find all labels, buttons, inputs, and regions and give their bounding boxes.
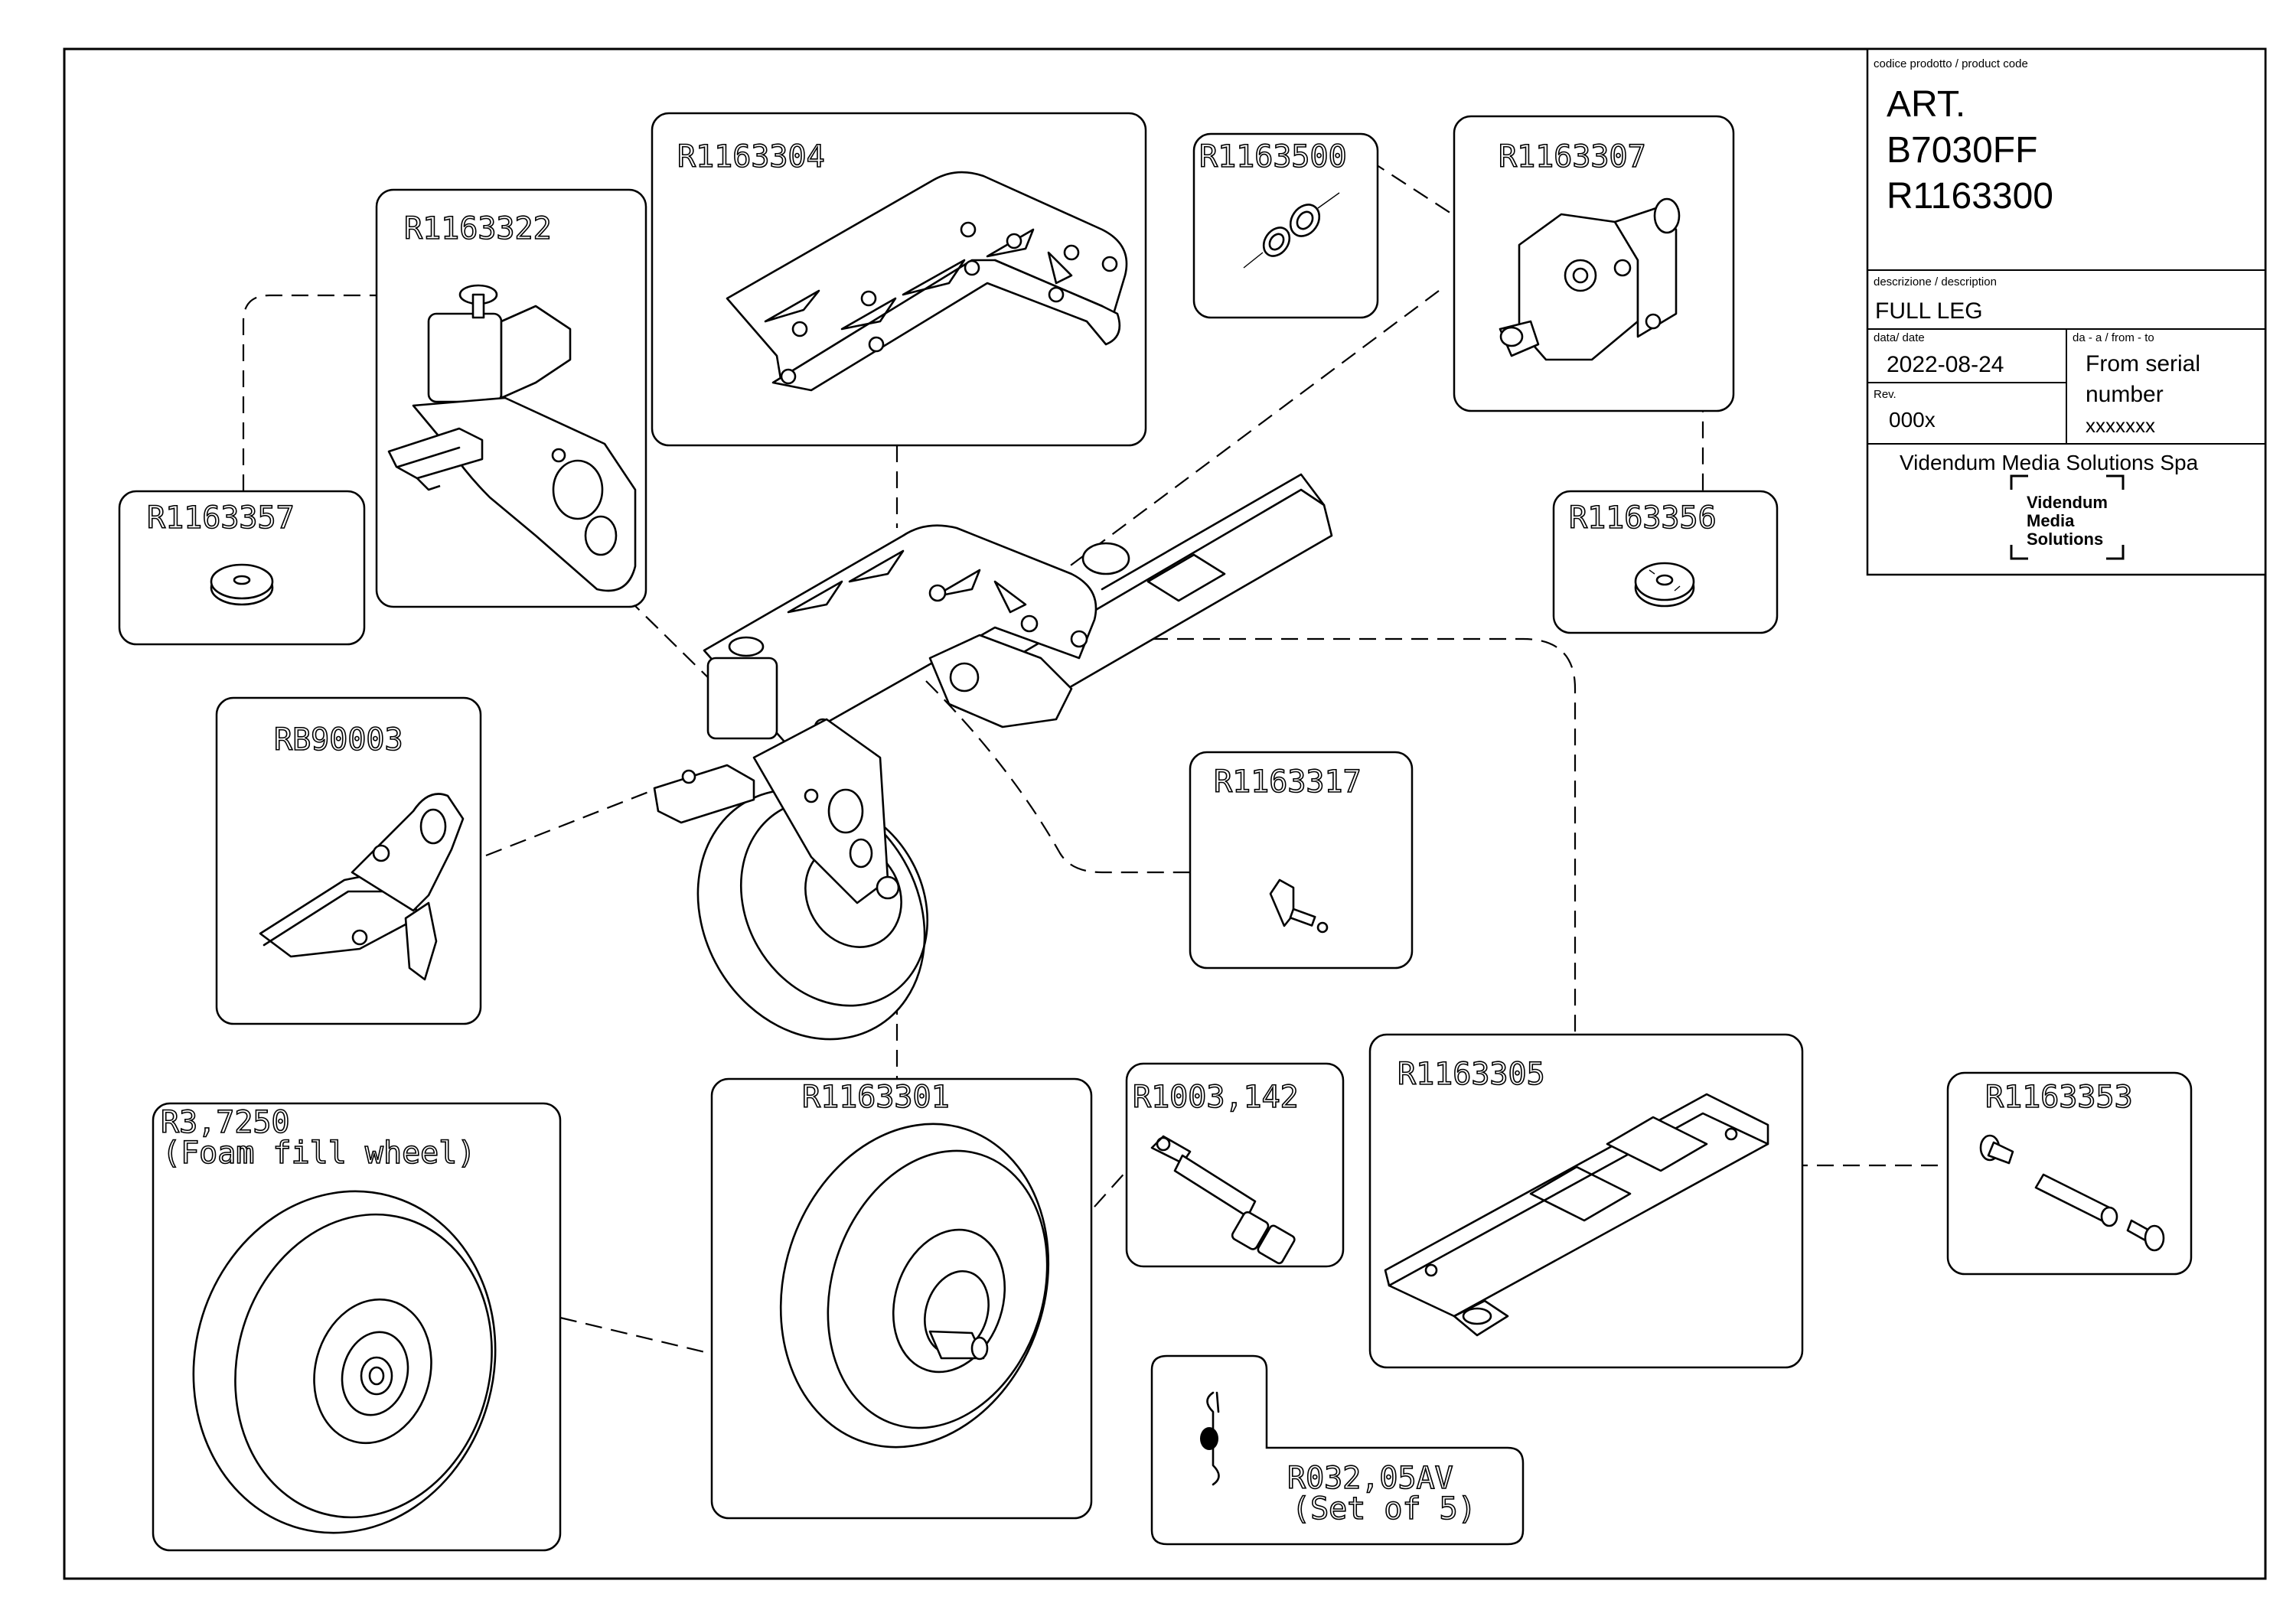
channel-rail-drawing: [1384, 1093, 1769, 1337]
part-note-set-of-5: (Set of 5): [1292, 1491, 1476, 1527]
art-line-1: ART.: [1887, 84, 1965, 125]
logo-line-3: Solutions: [2027, 530, 2103, 549]
part-code-r1163304: R1163304: [677, 139, 825, 174]
rubber-washer-drawing: [210, 563, 274, 606]
rev-label: Rev.: [1874, 388, 1896, 401]
part-code-r1163357: R1163357: [147, 500, 295, 536]
marked-washer-drawing: [1634, 562, 1695, 608]
foam-wheel-drawing: [192, 1190, 497, 1534]
company-logo: Videndum Media Solutions: [2010, 474, 2125, 560]
part-box-r1163307: R1163307: [1453, 115, 1735, 412]
axle-drawing: [1150, 1135, 1296, 1265]
part-code-r1003142: R1003,142: [1133, 1080, 1299, 1115]
spring-clip-drawing: [1200, 1391, 1220, 1486]
from-to-line-2: number: [2086, 382, 2164, 407]
part-box-r03205av: R032,05AV (Set of 5): [1150, 1354, 1525, 1546]
washers-drawing: [1243, 192, 1340, 269]
art-line-3: R1163300: [1887, 176, 2053, 217]
part-code-r1163353: R1163353: [1985, 1080, 2133, 1115]
from-to-label: da - a / from - to: [2073, 331, 2154, 344]
wheel-hub-drawing: [779, 1123, 1050, 1449]
part-code-r03205av: R032,05AV: [1287, 1461, 1453, 1496]
part-box-r1003142: R1003,142: [1125, 1062, 1345, 1268]
part-code-r1163356: R1163356: [1569, 500, 1717, 536]
frame-plate-drawing: [726, 171, 1128, 392]
part-code-r1163307: R1163307: [1499, 139, 1646, 174]
from-to-line-3: xxxxxxx: [2086, 414, 2155, 437]
logo-line-1: Videndum: [2027, 493, 2108, 512]
hinge-housing-drawing: [1499, 197, 1681, 361]
part-box-r1163322: R1163322: [375, 188, 647, 608]
logo-line-2: Media: [2027, 511, 2075, 530]
part-code-r1163322: R1163322: [404, 211, 552, 246]
part-box-r1163304: R1163304: [651, 112, 1147, 447]
date-value: 2022-08-24: [1887, 352, 2004, 377]
drawing-border: [63, 47, 2267, 1580]
rev-value: 000x: [1889, 408, 1936, 432]
product-code-label: codice prodotto / product code: [1874, 57, 2028, 70]
date-label: data/ date: [1874, 331, 1925, 344]
part-code-r1163301: R1163301: [802, 1080, 950, 1115]
part-box-r1163301: R1163301: [710, 1077, 1093, 1520]
part-note-foam-fill: (Foam fill wheel): [162, 1136, 475, 1171]
part-code-r1163317: R1163317: [1214, 764, 1362, 800]
description-value: FULL LEG: [1875, 298, 1983, 324]
clamp-bracket-drawing: [387, 284, 637, 592]
part-box-rb90003: RB90003: [215, 696, 482, 1025]
thumb-screw-drawing: [1269, 878, 1329, 934]
pins-drawing: [1979, 1134, 2165, 1252]
description-label: descrizione / description: [1874, 275, 1997, 288]
full-leg-assembly-drawing: [653, 473, 1333, 1041]
part-code-r37250: R3,7250: [161, 1105, 290, 1140]
part-box-r1163356: R1163356: [1552, 490, 1779, 634]
title-block: codice prodotto / product code ART. B703…: [1866, 47, 2267, 576]
clamp-assembly-drawing: [259, 793, 465, 981]
art-line-2: B7030FF: [1887, 130, 2037, 171]
part-code-r1163500: R1163500: [1199, 139, 1347, 174]
part-box-r1163317: R1163317: [1189, 751, 1414, 970]
part-code-r1163305: R1163305: [1397, 1057, 1545, 1092]
part-box-r1163305: R1163305: [1368, 1033, 1804, 1369]
part-box-r1163357: R1163357: [118, 490, 366, 646]
from-to-line-1: From serial: [2086, 351, 2200, 376]
part-code-rb90003: RB90003: [274, 722, 403, 758]
part-box-r1163500: R1163500: [1192, 132, 1379, 319]
company-name: Videndum Media Solutions Spa: [1900, 451, 2199, 474]
part-box-r37250: R3,7250 (Foam fill wheel): [152, 1102, 562, 1552]
part-box-r1163353: R1163353: [1946, 1071, 2193, 1276]
